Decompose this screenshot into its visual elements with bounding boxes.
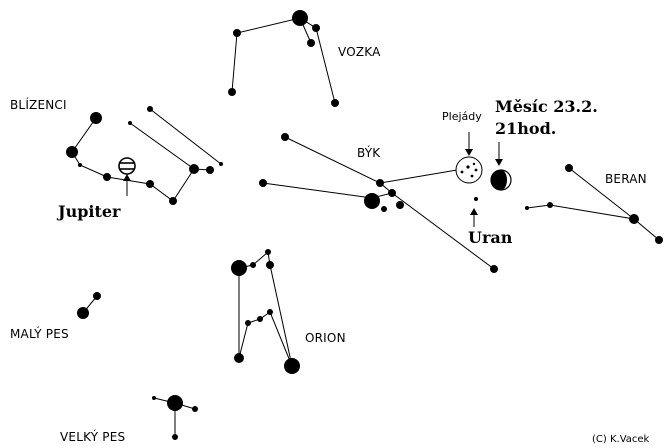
star xyxy=(250,262,256,268)
label-jupiter: Jupiter xyxy=(58,202,121,221)
blizenci-line-2 xyxy=(149,108,222,165)
label-byk: BÝK xyxy=(357,146,381,160)
uran-arrowhead xyxy=(470,208,478,215)
star xyxy=(192,406,198,412)
star xyxy=(265,249,271,255)
star xyxy=(490,265,498,273)
star xyxy=(245,320,251,326)
label-moon-line2: 21hod. xyxy=(495,119,557,138)
moon-icon xyxy=(490,169,512,191)
star xyxy=(169,197,177,205)
orion-lines xyxy=(238,251,293,367)
blizenci-line-3 xyxy=(129,122,195,170)
label-blizenci: BLÍZENCI xyxy=(10,98,67,112)
star xyxy=(147,106,153,112)
beran-line-2 xyxy=(568,167,635,220)
arrowheads xyxy=(123,149,503,215)
star xyxy=(525,206,529,210)
star xyxy=(565,164,573,172)
credit-text: (C) K.Vacek xyxy=(592,434,650,445)
stars xyxy=(66,10,663,440)
jupiter-planet-icon xyxy=(118,157,136,175)
constellation-lines xyxy=(71,17,660,437)
star xyxy=(547,202,553,208)
uran-dot xyxy=(474,197,478,201)
byk-line-3 xyxy=(379,169,458,184)
star xyxy=(267,309,273,315)
star xyxy=(396,201,404,209)
star xyxy=(292,10,308,26)
star xyxy=(284,358,300,374)
star xyxy=(128,121,132,125)
star xyxy=(152,396,156,400)
star xyxy=(376,179,384,187)
star xyxy=(364,193,380,209)
label-velky-pes: VELKÝ PES xyxy=(60,430,126,444)
star xyxy=(66,146,78,158)
star xyxy=(259,179,267,187)
star xyxy=(655,236,663,244)
label-uran: Uran xyxy=(468,228,513,247)
label-vozka: VOZKA xyxy=(338,45,381,59)
star xyxy=(234,353,244,363)
byk-line-1 xyxy=(284,136,495,270)
star xyxy=(167,395,183,411)
star xyxy=(233,29,241,37)
label-maly-pes: MALÝ PES xyxy=(10,327,69,341)
star xyxy=(219,162,223,166)
moon-arrowhead xyxy=(495,159,503,166)
star xyxy=(206,166,214,174)
jupiter-arrowhead xyxy=(123,174,131,181)
star xyxy=(77,307,89,319)
label-plejady: Plejády xyxy=(442,110,482,123)
star xyxy=(281,133,289,141)
star xyxy=(312,24,320,32)
plejady-arrowhead xyxy=(465,149,473,156)
star xyxy=(189,164,199,174)
label-beran: BERAN xyxy=(605,172,647,186)
star xyxy=(228,88,236,96)
star xyxy=(257,316,263,322)
star xyxy=(93,292,101,300)
star xyxy=(78,163,82,167)
star xyxy=(103,173,111,181)
label-moon-line1: Měsíc 23.2. xyxy=(495,97,598,116)
star xyxy=(146,180,154,188)
label-orion: ORION xyxy=(305,331,346,345)
star xyxy=(172,434,178,440)
star xyxy=(307,39,315,47)
star xyxy=(231,260,247,276)
star xyxy=(629,214,639,224)
star xyxy=(266,261,274,269)
beran-line-1 xyxy=(526,204,660,241)
vozka-lines xyxy=(231,17,336,104)
star xyxy=(381,206,387,212)
plejady-cluster-icon xyxy=(455,156,483,184)
star xyxy=(331,99,339,107)
star xyxy=(90,112,102,124)
star xyxy=(388,189,396,197)
